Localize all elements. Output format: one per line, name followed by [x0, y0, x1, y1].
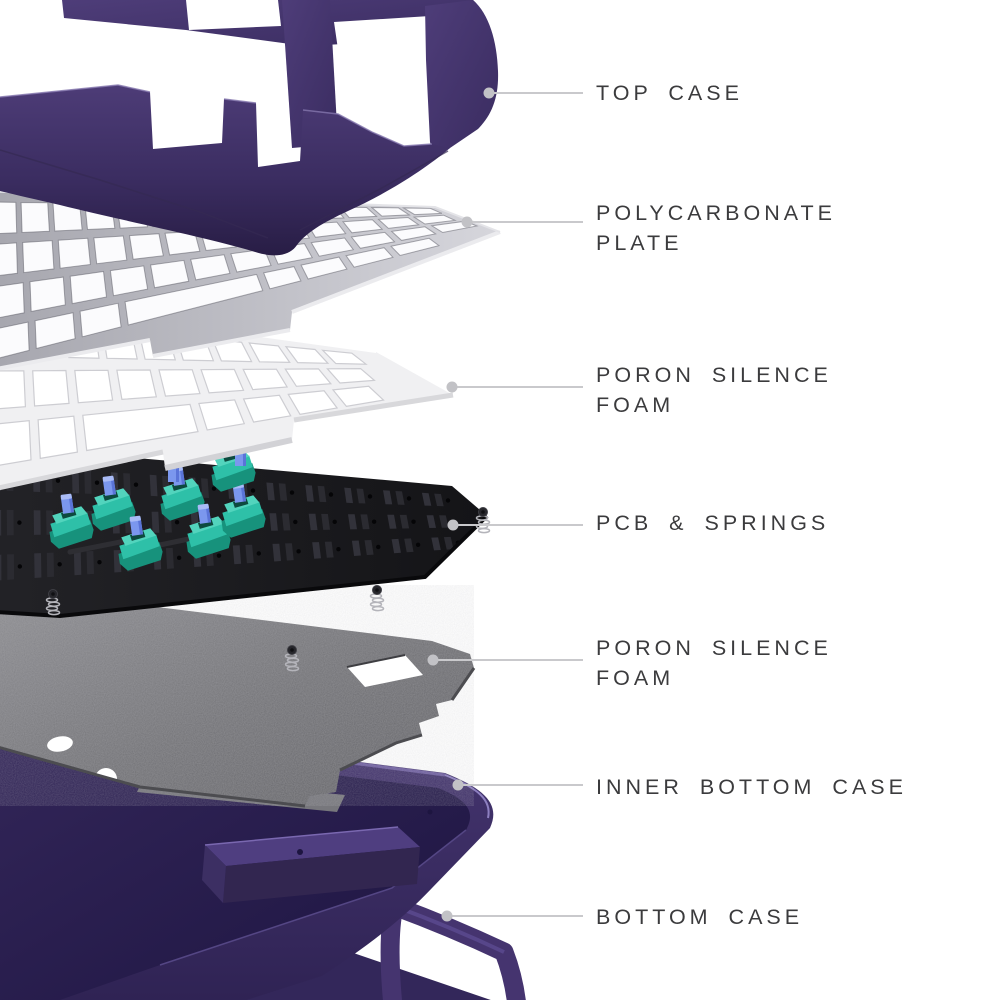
- spring-screw: [475, 507, 491, 534]
- tray-plateau-side: [202, 845, 226, 903]
- plate-layer: [0, 190, 501, 371]
- leader-dot: [446, 381, 458, 393]
- label-pcb-and-springs: PCB & SPRINGS: [596, 511, 830, 535]
- case-wall-crease: [0, 149, 449, 239]
- dark-foam-edge: [0, 667, 476, 808]
- pcb-springs: [45, 507, 491, 672]
- leader-dot: [427, 654, 439, 666]
- leader-bottom-case: [441, 910, 583, 922]
- label-poron-silence-foam-upper: PORON SILENCE FOAM: [596, 363, 832, 417]
- leader-inner-bottom-case: [452, 779, 583, 791]
- switch: [91, 475, 136, 531]
- label-inner-bottom-case: INNER BOTTOM CASE: [596, 775, 907, 799]
- inner-bottom-case-layer: [0, 715, 494, 1000]
- switch: [186, 503, 231, 559]
- case-front-band: [0, 85, 450, 256]
- leader-poron-silence-foam-upper: [446, 381, 583, 393]
- white-foam-tab-edge: [164, 437, 293, 471]
- tray-inner-wall-edge: [159, 829, 467, 966]
- switch: [118, 515, 163, 571]
- tray-plateau-top: [205, 827, 420, 866]
- case-crossbar: [282, 0, 338, 148]
- case-edge-highlight: [0, 84, 433, 147]
- spring-screw: [45, 589, 61, 616]
- case-top-cutout: [186, 0, 281, 30]
- plate-front-edge: [0, 230, 501, 371]
- leader-dot: [441, 910, 453, 922]
- pcb-front-edge: [0, 514, 489, 619]
- leader-polycarbonate-plate: [461, 216, 583, 228]
- dark-foam-hole: [47, 736, 73, 752]
- white-foam-edge: [293, 392, 454, 423]
- spring-screw: [284, 645, 300, 672]
- tray-screw-hole: [427, 809, 433, 815]
- case-right-wall: [425, 0, 499, 152]
- switch: [49, 493, 94, 549]
- dark-foam-cutout: [347, 655, 423, 687]
- label-bottom-case: BOTTOM CASE: [596, 905, 804, 929]
- label-polycarbonate-plate: POLYCARBONATE PLATE: [596, 201, 836, 255]
- tray-corner-highlight: [444, 774, 490, 819]
- label-poron-silence-foam-lower: PORON SILENCE FOAM: [596, 636, 832, 690]
- leader-dot: [447, 519, 459, 531]
- leader-dot: [452, 779, 464, 791]
- leader-lines: [427, 87, 583, 922]
- top-case-layer: [0, 0, 499, 256]
- leader-poron-silence-foam-lower: [427, 654, 583, 666]
- spring-screw: [369, 585, 385, 612]
- white-foam-edge: [0, 449, 164, 491]
- leader-top-case: [483, 87, 583, 99]
- label-top-case: TOP CASE: [596, 81, 743, 105]
- leader-dot: [483, 87, 495, 99]
- leader-dot: [461, 216, 473, 228]
- dark-foam-sheet: [0, 587, 474, 806]
- tray-plateau-front: [223, 847, 420, 903]
- plateau-edge-highlight: [204, 826, 399, 846]
- case-nav-cutout: [334, 16, 440, 118]
- leader-pcb-and-springs: [447, 519, 583, 531]
- tray-screw-hole: [297, 849, 303, 855]
